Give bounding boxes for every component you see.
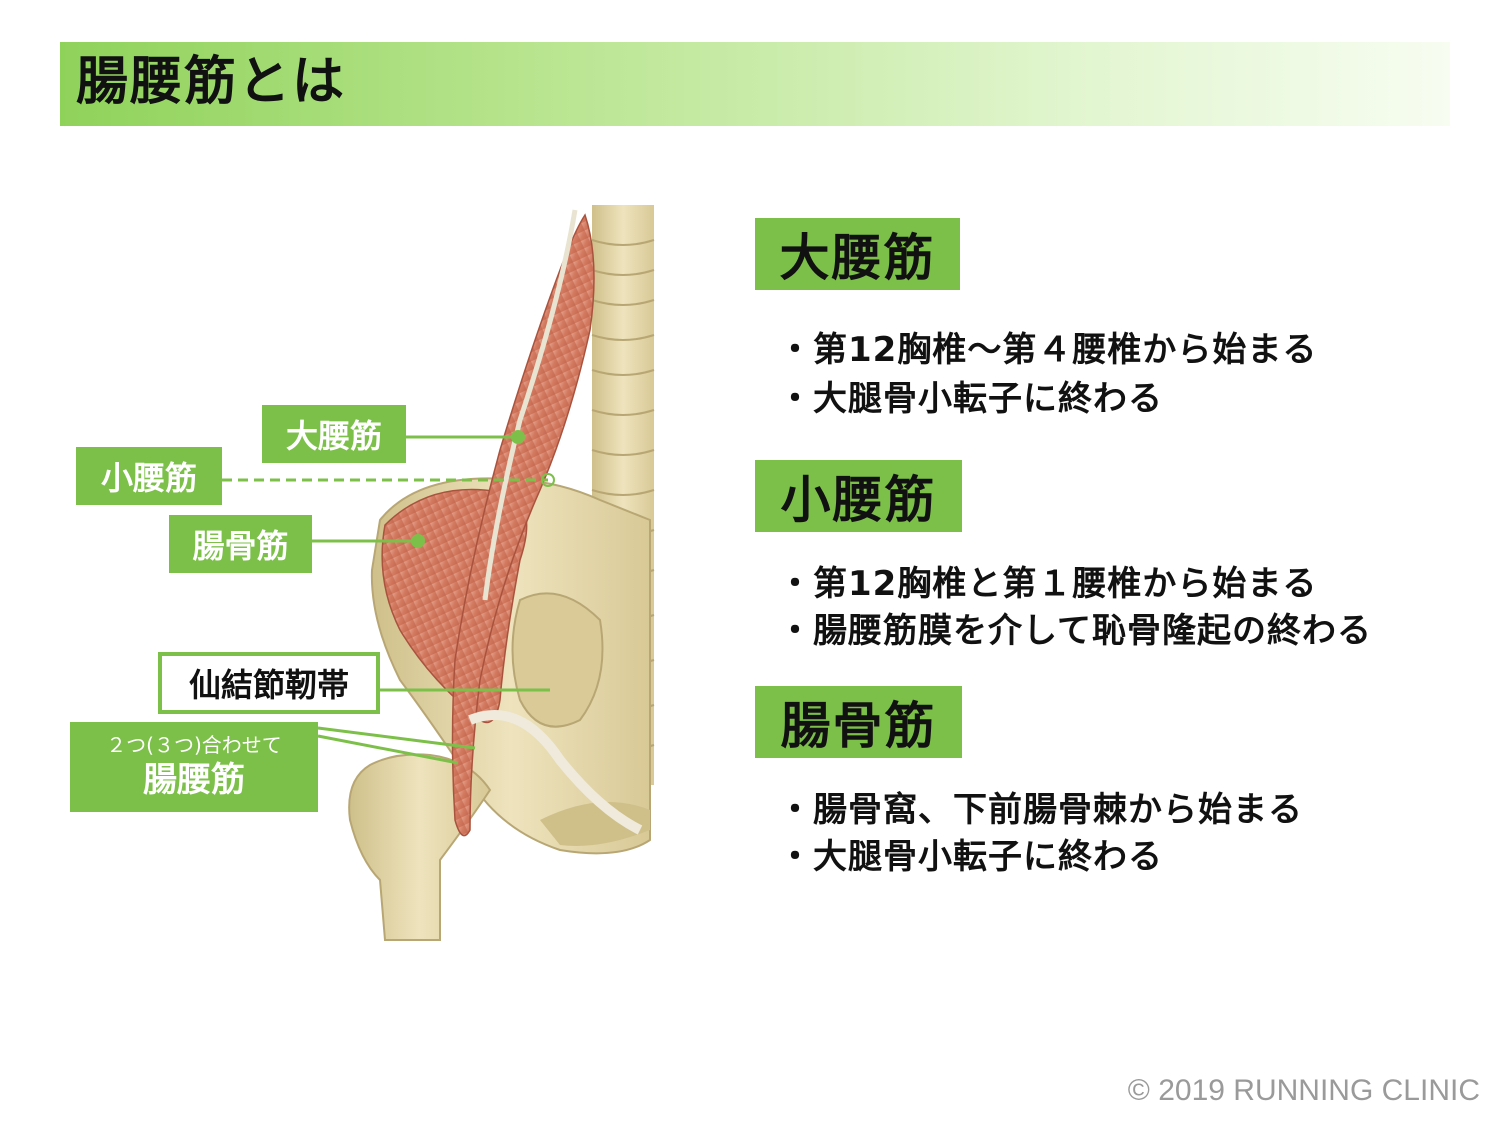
label-combined-bottom: 腸腰筋 xyxy=(143,760,245,800)
label-iliopsoas-combined: ２つ(３つ)合わせて 腸腰筋 xyxy=(70,722,318,812)
bullet-psoas-minor-origin: ・第12胸椎と第１腰椎から始まる xyxy=(778,564,1318,604)
bullet-iliacus-origin: ・腸骨窩、下前腸骨棘から始まる xyxy=(778,790,1303,830)
bullet-psoas-major-origin: ・第12胸椎～第４腰椎から始まる xyxy=(778,330,1318,370)
heading-psoas-minor: 小腰筋 xyxy=(755,460,962,532)
heading-iliacus: 腸骨筋 xyxy=(755,686,962,758)
label-iliacus: 腸骨筋 xyxy=(169,515,312,573)
psoas-major-muscle xyxy=(451,213,595,837)
ligament-band xyxy=(468,710,643,835)
copyright-notice: © 2019 RUNNING CLINIC xyxy=(1127,1074,1480,1107)
bullet-psoas-minor-insertion: ・腸腰筋膜を介して恥骨隆起の終わる xyxy=(778,611,1372,651)
heading-psoas-major: 大腰筋 xyxy=(755,218,960,290)
title-bar xyxy=(60,42,1450,126)
label-combined-top: ２つ(３つ)合わせて xyxy=(106,733,282,757)
label-psoas-major: 大腰筋 xyxy=(262,405,406,463)
label-psoas-minor: 小腰筋 xyxy=(76,447,222,505)
bullet-iliacus-insertion: ・大腿骨小転子に終わる xyxy=(778,837,1163,877)
bullet-psoas-major-insertion: ・大腿骨小転子に終わる xyxy=(778,379,1163,419)
pointer-lines xyxy=(222,430,555,765)
psoas-minor-tendon xyxy=(482,209,578,601)
label-sacrotuberous-ligament: 仙結節靭帯 xyxy=(158,652,380,714)
page-title: 腸腰筋とは xyxy=(76,52,347,112)
